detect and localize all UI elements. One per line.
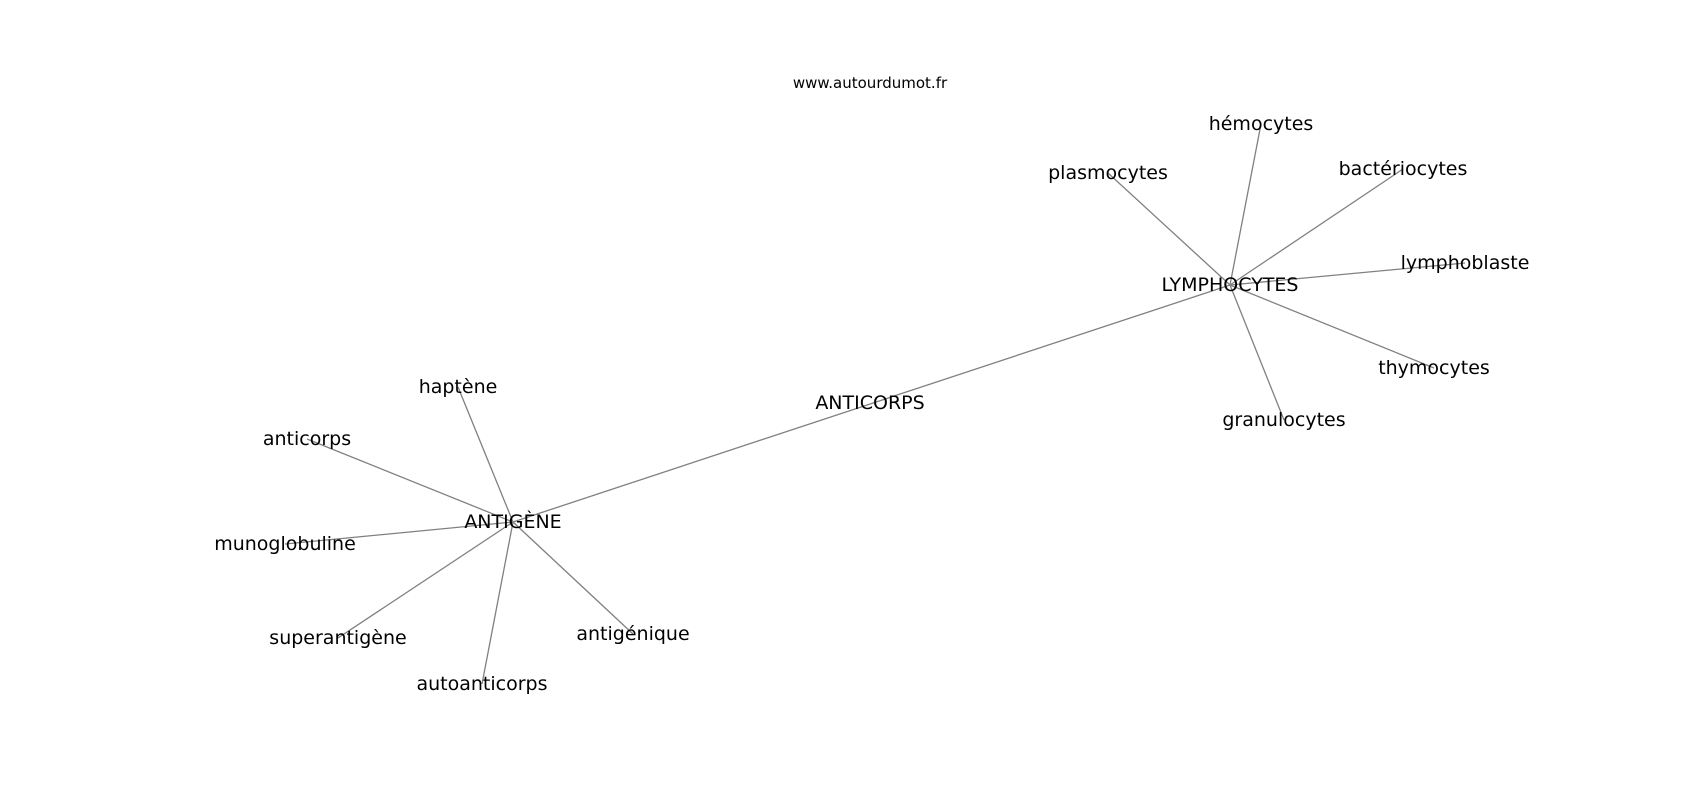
- node-label-hemocytes[interactable]: hémocytes: [1209, 113, 1314, 135]
- edge-lymphocytes-plasmocytes: [1107, 172, 1231, 286]
- edge-antigene-haptene: [457, 386, 514, 523]
- node-label-lymphoblaste[interactable]: lymphoblaste: [1401, 252, 1530, 274]
- edge-antigene-lymphocytes: [512, 284, 1231, 523]
- node-label-superantigene[interactable]: superantigène: [269, 627, 406, 649]
- node-label-lymphocytes[interactable]: LYMPHOCYTES: [1162, 274, 1299, 296]
- edge-lymphocytes-granulocytes: [1229, 284, 1285, 421]
- node-label-munoglobuline[interactable]: munoglobuline: [214, 533, 356, 555]
- watermark-text: www.autourdumot.fr: [793, 74, 948, 92]
- node-label-plasmocytes[interactable]: plasmocytes: [1048, 162, 1168, 184]
- edge-antigene-munoglobuline: [284, 521, 514, 545]
- edge-lymphocytes-lymphoblaste: [1229, 262, 1466, 286]
- edge-lymphocytes-thymocytes: [1229, 284, 1435, 369]
- node-label-antigene[interactable]: ANTIGÈNE: [464, 510, 561, 533]
- node-label-anticorps[interactable]: anticorps: [263, 428, 351, 450]
- node-label-autoanticorps[interactable]: autoanticorps: [416, 673, 547, 695]
- edge-antigene-superantigene: [337, 521, 514, 639]
- edge-antigene-anticorps: [306, 438, 514, 523]
- node-label-bacteriocytes[interactable]: bactériocytes: [1339, 158, 1468, 180]
- labels-layer: ANTICORPS LYMPHOCYTES ANTIGÈNE hémocytes pla…: [214, 113, 1529, 695]
- node-label-antigenique[interactable]: antigénique: [576, 623, 689, 645]
- node-label-thymocytes[interactable]: thymocytes: [1378, 357, 1490, 379]
- node-label-granulocytes[interactable]: granulocytes: [1222, 409, 1345, 431]
- edge-antigene-antigenique: [512, 521, 634, 635]
- node-label-anticorps-center[interactable]: ANTICORPS: [815, 392, 924, 414]
- edge-lymphocytes-hemocytes: [1229, 123, 1262, 286]
- edge-lymphocytes-bacteriocytes: [1229, 168, 1404, 286]
- edges-layer: [284, 123, 1466, 685]
- edge-antigene-autoanticorps: [481, 521, 514, 685]
- node-label-haptene[interactable]: haptène: [419, 376, 498, 398]
